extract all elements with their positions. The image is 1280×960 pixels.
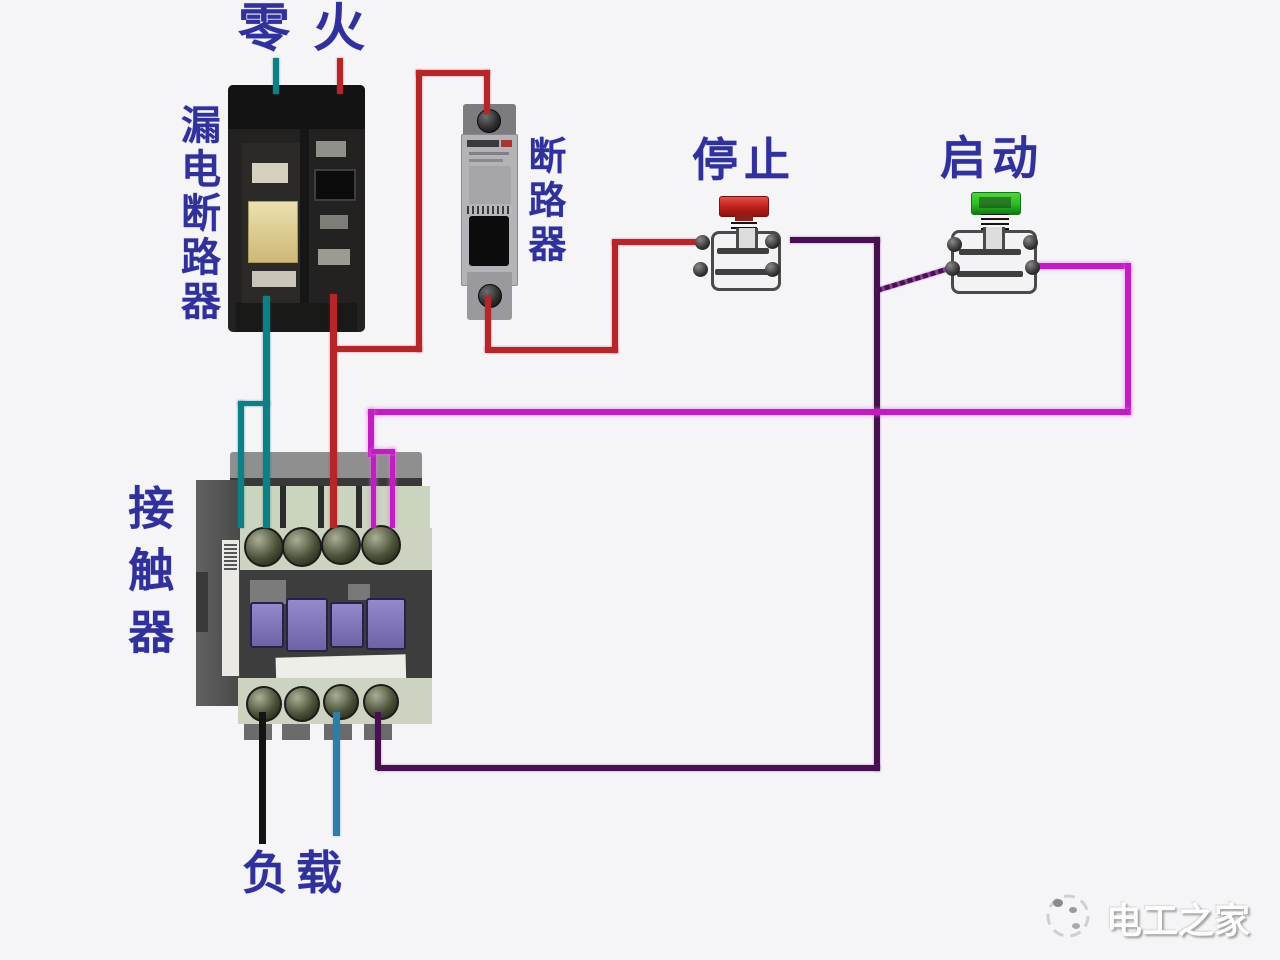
start-button-cap-marking xyxy=(979,197,1011,208)
wire-aux-terminal-drop xyxy=(375,712,381,770)
wire-cb-out-h xyxy=(485,347,618,353)
leakage-breaker-top-terminals xyxy=(228,85,365,129)
wire-live-breaker-to-contactor xyxy=(330,294,337,528)
contactor-top-screw-3 xyxy=(321,525,361,565)
leakage-breaker-rating-mark xyxy=(320,215,348,229)
leakage-breaker-lower-mark xyxy=(318,249,350,265)
stop-button-terminal-lr xyxy=(765,262,780,277)
wire-neutral-breaker-to-contactor xyxy=(263,296,270,528)
stop-button-terminal-ll xyxy=(693,262,708,277)
wire-control-riser xyxy=(874,237,880,771)
contactor-top-screw-4 xyxy=(361,525,401,565)
contactor-purple-module xyxy=(250,602,284,648)
electrician-home-logo-icon xyxy=(1046,894,1090,938)
leakage-breaker-divider xyxy=(300,129,309,329)
label-circuit-breaker: 断路器 xyxy=(521,136,564,268)
circuit-breaker-spec-area xyxy=(469,166,511,204)
wire-to-stop-button xyxy=(612,239,702,245)
wire-coil-right-drop xyxy=(1125,263,1131,415)
wire-stop-out xyxy=(790,237,880,243)
wire-coil-hairpin-left xyxy=(371,453,376,528)
circuit-breaker-brand-mark xyxy=(501,140,512,147)
contactor-pole-separator xyxy=(356,486,362,530)
circuit-breaker-toggle xyxy=(469,216,509,266)
start-button-terminal-ll xyxy=(945,261,960,276)
label-live: 火 xyxy=(313,0,366,58)
wire-neutral-in xyxy=(273,58,279,94)
leakage-breaker-toggle xyxy=(314,169,356,201)
contactor-marking xyxy=(250,580,286,604)
contactor-side-label xyxy=(222,540,239,676)
start-button-contact-lower xyxy=(957,271,1023,277)
label-leakage-breaker: 漏电断路器 xyxy=(175,104,219,324)
leakage-breaker-small-label xyxy=(252,163,288,183)
contactor-bottom-screw-4 xyxy=(363,684,399,720)
contactor-pole-separator xyxy=(318,486,324,530)
circuit-breaker-barcode xyxy=(467,206,512,214)
wire-cb-out-down xyxy=(485,296,491,352)
leakage-breaker-indicator xyxy=(316,141,346,157)
leakage-breaker-bottom-terminals xyxy=(236,303,357,332)
label-stop: 停止 xyxy=(692,134,796,186)
start-button-terminal-ul xyxy=(947,237,962,252)
stop-button-stem xyxy=(735,214,753,221)
wire-live-branch-riser xyxy=(416,70,422,352)
watermark: 电工之家 xyxy=(1040,884,1270,944)
stop-button-contact-upper xyxy=(717,248,769,254)
contactor-purple-module xyxy=(330,602,364,648)
circuit-breaker-top-screw xyxy=(477,109,501,133)
circuit-breaker-text-line xyxy=(469,152,509,155)
watermark-text: 电工之家 xyxy=(1106,900,1251,941)
wire-coil-drop xyxy=(368,409,374,457)
wire-load-black xyxy=(259,712,266,844)
wire-live-to-cb-top xyxy=(484,70,490,114)
contactor-purple-module xyxy=(286,598,328,652)
contactor-bottom-tab xyxy=(244,724,272,740)
contactor-pole-separator xyxy=(280,486,286,530)
contactor-bottom-screw-3 xyxy=(323,684,359,720)
contactor-side-barcode xyxy=(224,544,237,570)
circuit-breaker-device xyxy=(461,104,518,320)
wire-start-out xyxy=(1036,263,1130,269)
contactor-marking2 xyxy=(348,584,370,600)
circuit-breaker-brand-label xyxy=(467,140,499,147)
wire-coil-hairpin-top xyxy=(371,449,395,454)
start-button-terminal-lr xyxy=(1025,260,1040,275)
leakage-breaker-yellow-label xyxy=(248,201,298,263)
wire-neutral-jumper xyxy=(238,401,270,406)
stop-button-terminal-ur xyxy=(765,234,780,249)
wire-control-bottom-h xyxy=(377,765,880,771)
start-button-contact-upper xyxy=(959,249,1021,255)
circuit-breaker-text-line2 xyxy=(469,159,503,162)
contactor-purple-module xyxy=(366,598,406,650)
contactor-bottom-tab xyxy=(282,724,310,740)
leakage-breaker-device xyxy=(228,85,365,332)
label-load: 负载 xyxy=(242,847,350,899)
label-contactor: 接触器 xyxy=(122,484,175,670)
start-button-spring xyxy=(981,214,1009,230)
wire-cb-out-riser xyxy=(612,240,618,353)
contactor-top-band xyxy=(230,478,422,486)
leakage-breaker-white-strip xyxy=(252,271,296,287)
contactor-bottom-screw-2 xyxy=(284,686,320,722)
stop-button-terminal-ul xyxy=(695,235,710,250)
start-button-terminal-ur xyxy=(1023,235,1038,250)
contactor-top-screw-1 xyxy=(244,527,284,567)
wire-load-blue xyxy=(333,712,340,836)
wire-coil-hairpin-right xyxy=(390,449,395,528)
contactor-bottom-screw-1 xyxy=(246,686,282,722)
wire-coil-long-h xyxy=(368,409,1130,415)
wire-live-branch-h xyxy=(334,346,422,352)
stop-button-contact-lower xyxy=(715,269,771,275)
wire-neutral-pole1-drop xyxy=(238,401,244,528)
label-start: 启动 xyxy=(940,132,1044,184)
wire-live-in xyxy=(337,58,343,94)
contactor-left-notch xyxy=(196,572,208,632)
wire-live-branch-top xyxy=(416,70,490,76)
contactor-top-screw-2 xyxy=(282,527,322,567)
label-neutral: 零 xyxy=(238,0,291,58)
